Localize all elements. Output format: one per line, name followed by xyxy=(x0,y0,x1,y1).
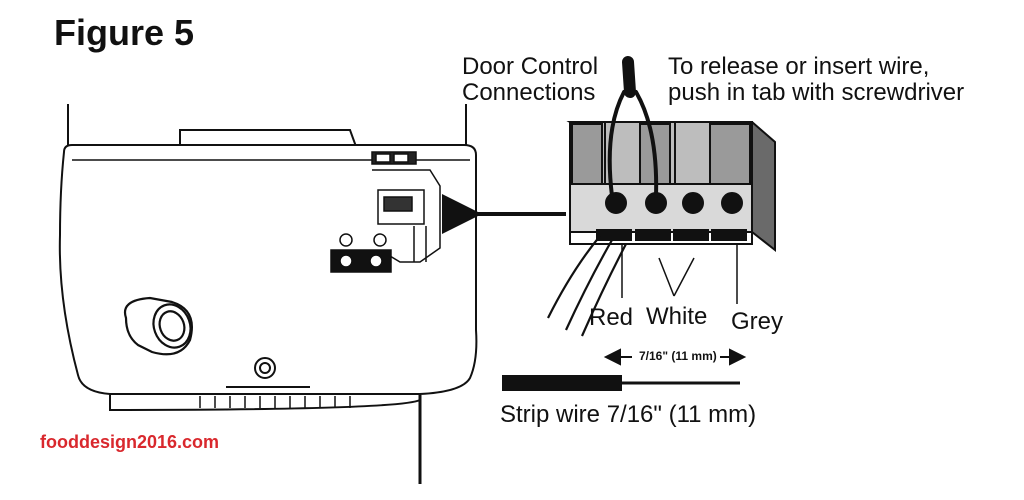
control-panel xyxy=(330,151,441,273)
release-tab-2 xyxy=(635,229,671,241)
door-control-label: Door Control Connections xyxy=(462,53,599,106)
red-wire-label: Red xyxy=(589,304,634,331)
strip-instruction-label: Strip wire 7/16" (11 mm) xyxy=(500,401,757,428)
terminal-3 xyxy=(682,192,704,214)
release-tab-4 xyxy=(711,229,747,241)
light-socket xyxy=(123,296,193,356)
release-instruction-label: To release or insert wire, push in tab w… xyxy=(668,53,965,106)
terminal-4 xyxy=(721,192,743,214)
stripped-wire xyxy=(502,375,740,391)
release-tab-1 xyxy=(596,229,632,241)
release-tab-3 xyxy=(673,229,709,241)
white-wire-label: White xyxy=(646,303,708,330)
color-leaders xyxy=(621,244,738,304)
terminal-1 xyxy=(605,192,627,214)
door-control-wire xyxy=(607,56,659,198)
terminal-block xyxy=(566,121,776,253)
figure-title: Figure 5 xyxy=(54,12,195,53)
strip-dimension xyxy=(603,348,747,366)
watermark: fooddesign2016.com xyxy=(40,432,220,452)
strip-length-label: 7/16" (11 mm) xyxy=(639,349,717,363)
grey-wire-label: Grey xyxy=(731,308,784,335)
